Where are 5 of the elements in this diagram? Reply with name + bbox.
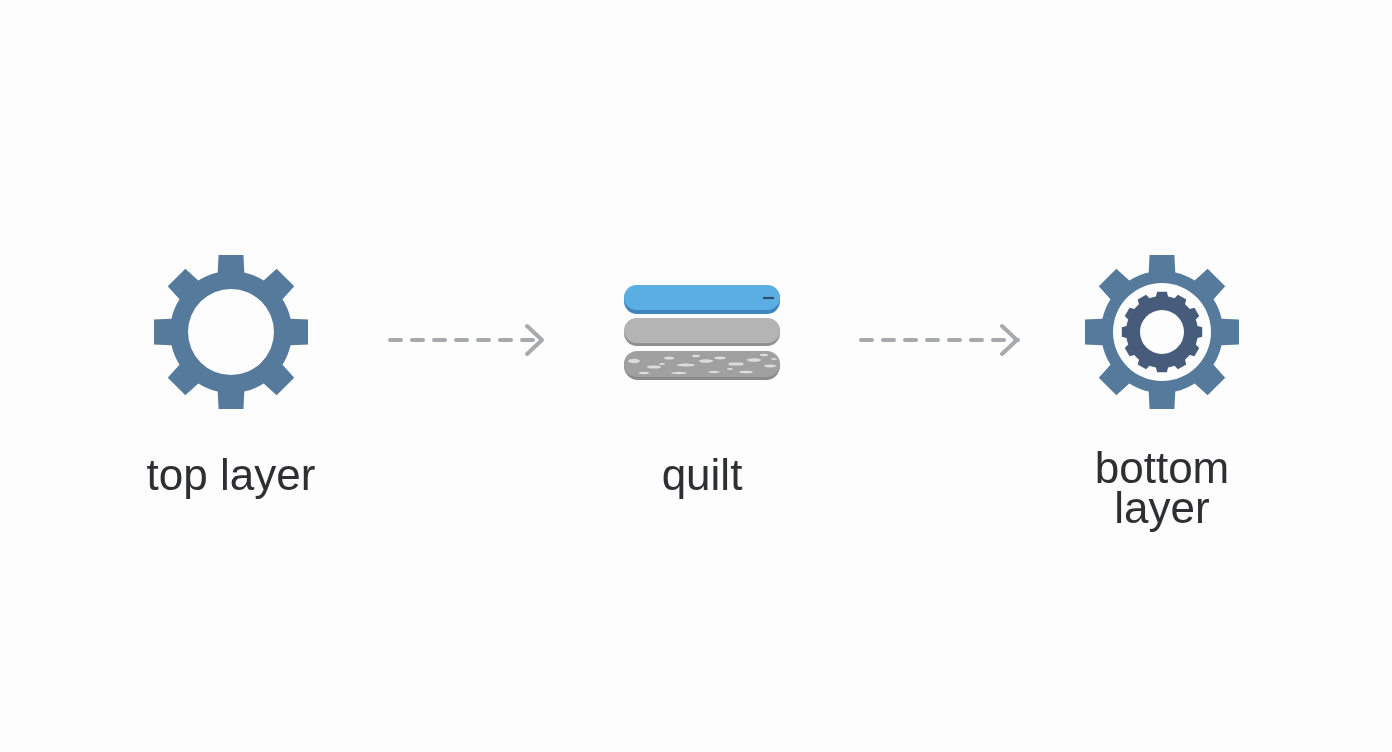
node-label: quilt bbox=[660, 453, 744, 501]
node-label: top layer bbox=[145, 453, 317, 501]
dashed-arrow bbox=[388, 324, 545, 356]
dashed-arrow bbox=[859, 324, 1020, 356]
node-label: bottom layer bbox=[1093, 446, 1231, 534]
